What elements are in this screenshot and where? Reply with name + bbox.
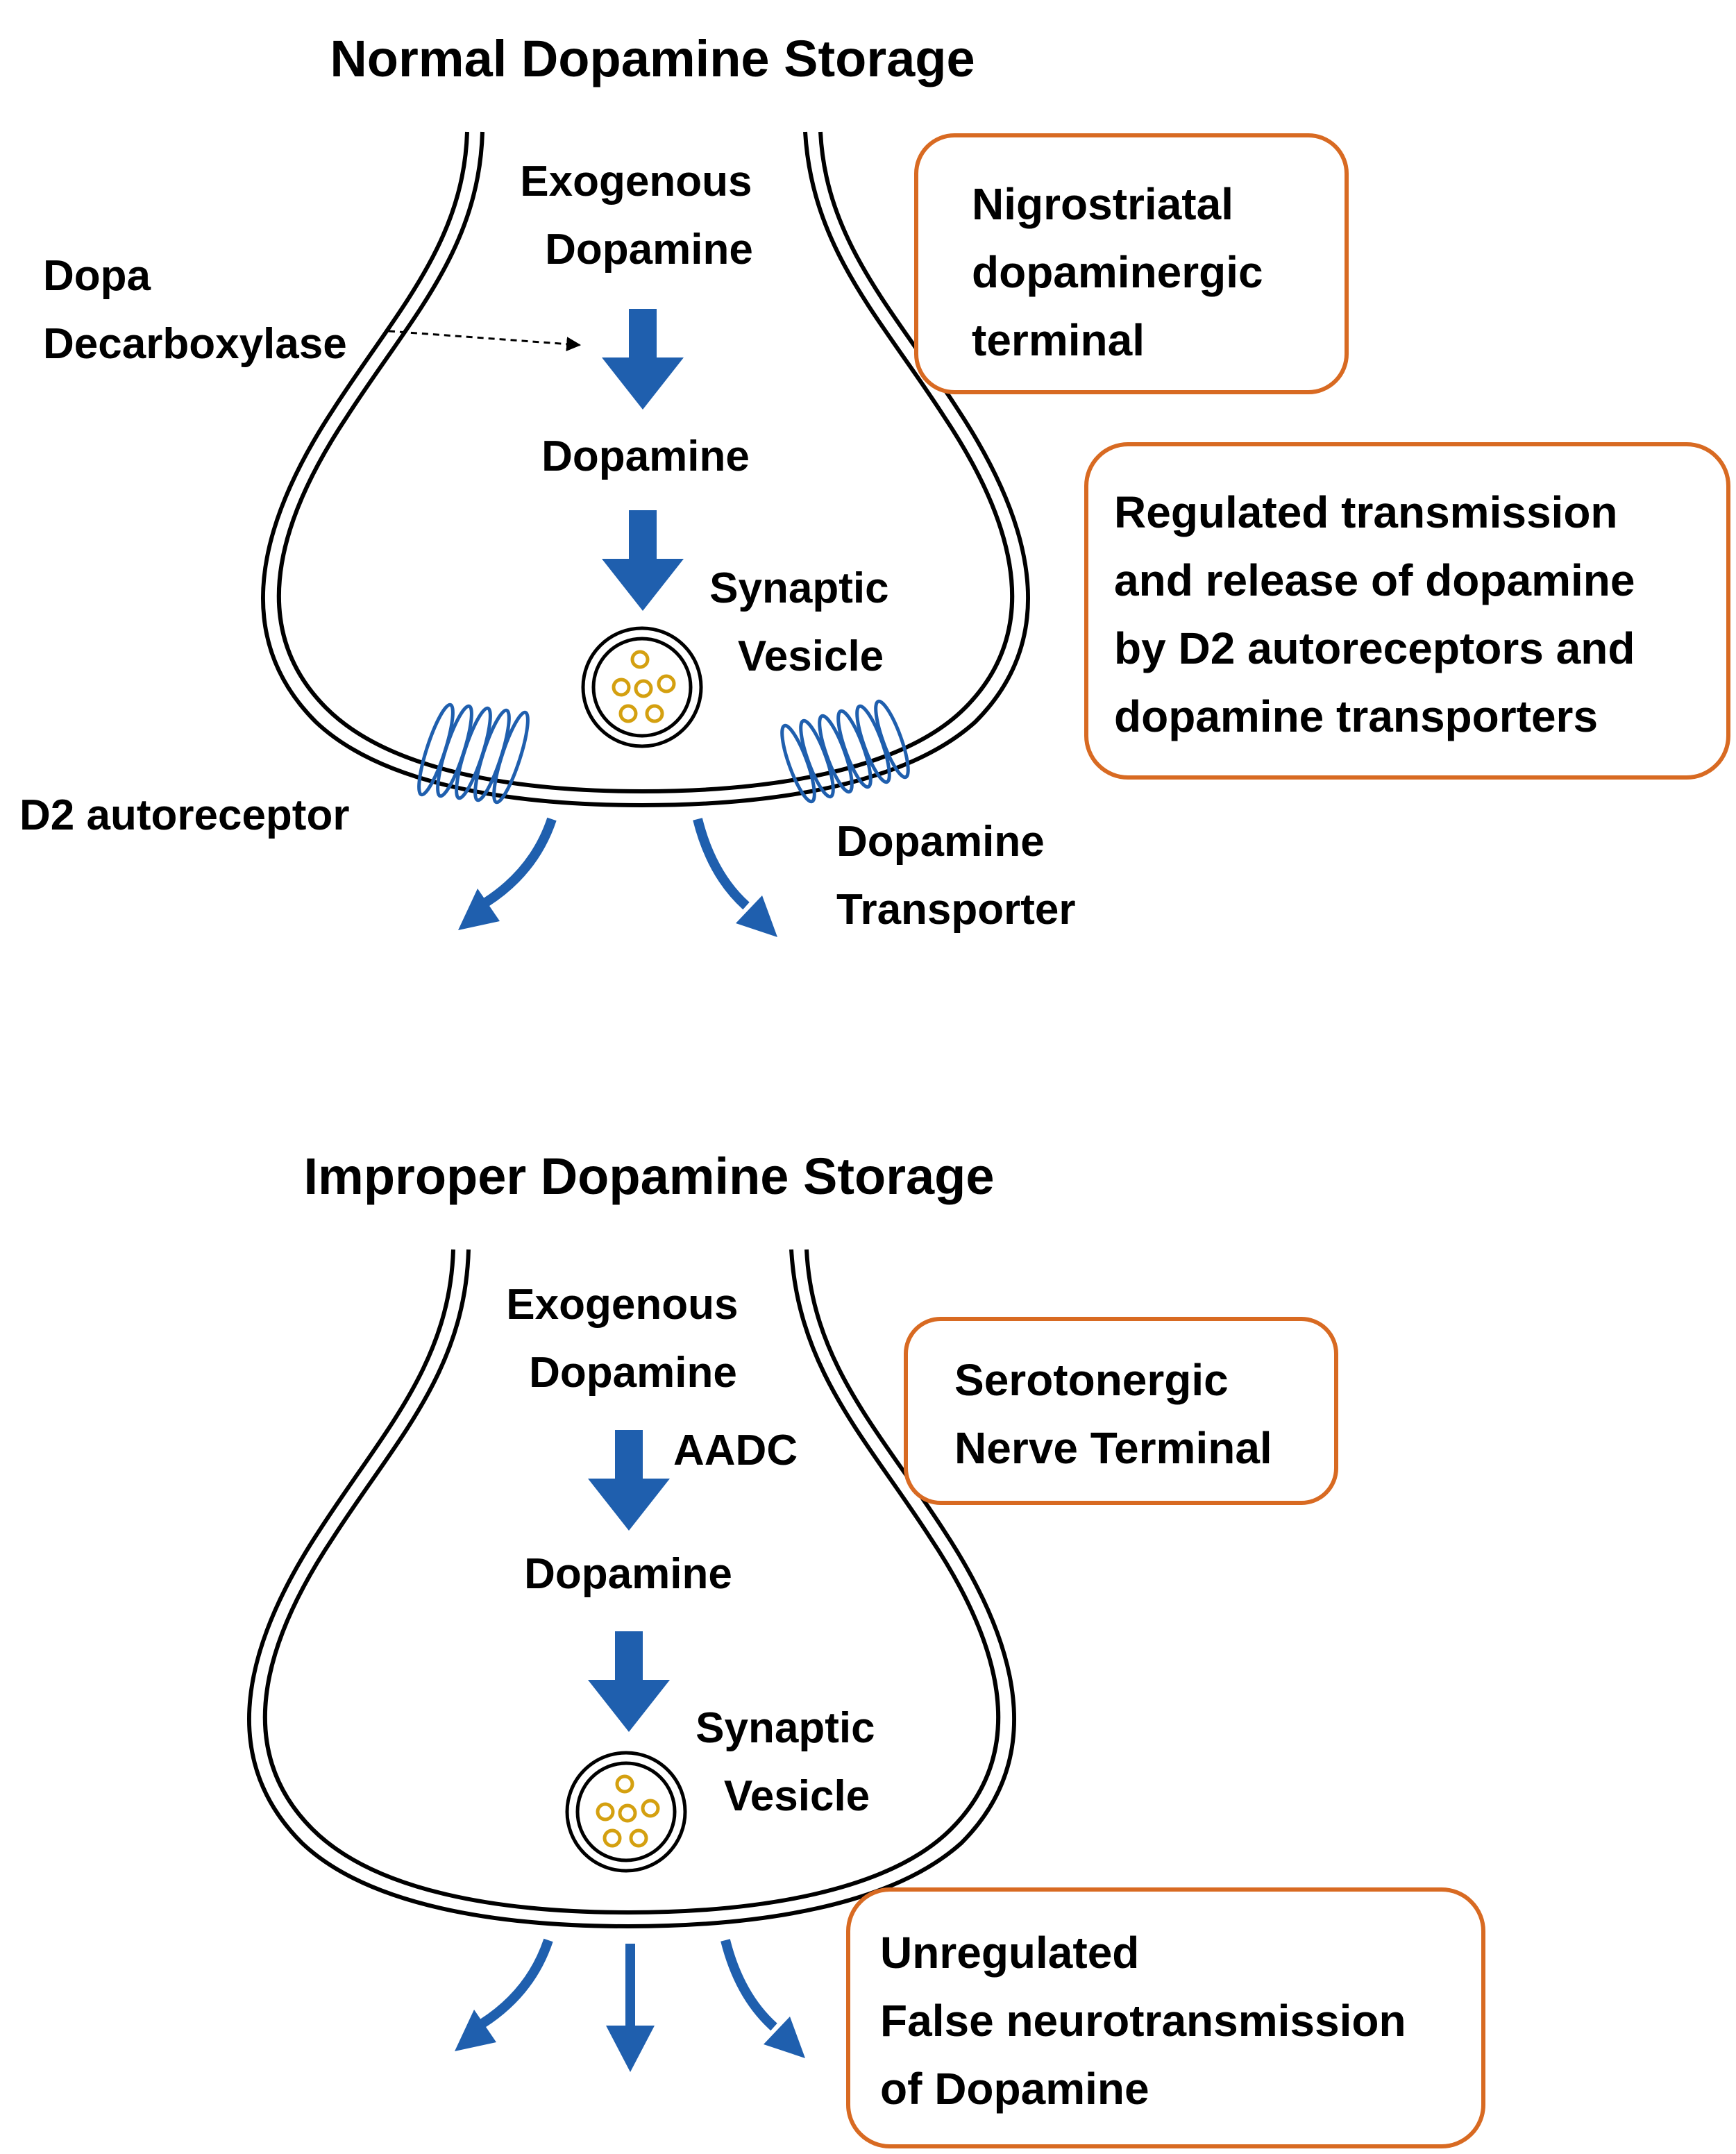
svg-text:Serotonergic Nerve Ter: Serotonergic Nerve Terminal bbox=[954, 1355, 1272, 1473]
improper-exogenous-label: Exogenous Dopamine bbox=[506, 1281, 750, 1397]
improper-title: Improper Dopamine Storage bbox=[303, 1147, 994, 1205]
normal-enzyme-dashed-arrow bbox=[388, 330, 582, 352]
normal-title: Normal Dopamine Storage bbox=[330, 30, 975, 87]
improper-synaptic-vesicle bbox=[565, 1751, 687, 1873]
normal-panel: Normal Dopamine Storage Exogenous Dopami… bbox=[19, 30, 1730, 937]
normal-membrane-inner bbox=[260, 131, 1031, 808]
improper-release-arrow-left bbox=[455, 1938, 553, 2051]
nigrostriatal-terminal-box: Nigrostriatal dopaminergic terminal bbox=[914, 133, 1349, 394]
dopamine-transporter-label: Dopamine Transporter bbox=[836, 818, 1076, 934]
dopamine-transporter-icon bbox=[780, 699, 910, 804]
improper-panel: Improper Dopamine Storage Exogenous Dopa… bbox=[246, 1147, 1485, 2148]
improper-vesicle-label: Synaptic Vesicle bbox=[696, 1704, 887, 1820]
improper-release-arrow-right bbox=[720, 1939, 805, 2058]
unregulated-transmission-box: Unregulated False neurotransmission of D… bbox=[846, 1887, 1485, 2148]
svg-text:Unregulated False neur: Unregulated False neurotransmission of D… bbox=[880, 1928, 1418, 2114]
improper-membrane-inner bbox=[246, 1249, 1017, 1929]
aadc-label: AADC bbox=[673, 1427, 798, 1474]
normal-membrane-outer bbox=[276, 131, 1015, 794]
normal-conversion-arrow bbox=[602, 309, 684, 410]
normal-exogenous-label: Exogenous Dopamine bbox=[520, 158, 764, 274]
improper-conversion-arrow bbox=[588, 1430, 670, 1531]
improper-release-arrow-center bbox=[606, 1944, 655, 2072]
normal-dopamine-label: Dopamine bbox=[541, 432, 750, 480]
d2-autoreceptor-label: D2 autoreceptor bbox=[19, 791, 349, 839]
normal-release-arrow-right bbox=[693, 818, 777, 937]
normal-storage-arrow bbox=[602, 510, 684, 611]
improper-dopamine-label: Dopamine bbox=[524, 1550, 732, 1598]
improper-storage-arrow bbox=[588, 1631, 670, 1732]
d2-autoreceptor-icon bbox=[417, 702, 530, 805]
improper-membrane-outer bbox=[262, 1249, 1001, 1915]
svg-text:Nigrostriatal dopamine: Nigrostriatal dopaminergic terminal bbox=[972, 179, 1275, 365]
serotonergic-terminal-box: Serotonergic Nerve Terminal bbox=[904, 1317, 1338, 1505]
normal-release-arrow-left bbox=[458, 817, 557, 930]
normal-vesicle-label: Synaptic Vesicle bbox=[709, 564, 901, 680]
svg-text:Regulated transmission: Regulated transmission and release of do… bbox=[1114, 487, 1647, 741]
normal-synaptic-vesicle bbox=[581, 626, 703, 748]
regulated-transmission-box: Regulated transmission and release of do… bbox=[1084, 442, 1730, 780]
normal-enzyme-label: Dopa Decarboxylase bbox=[43, 252, 347, 368]
